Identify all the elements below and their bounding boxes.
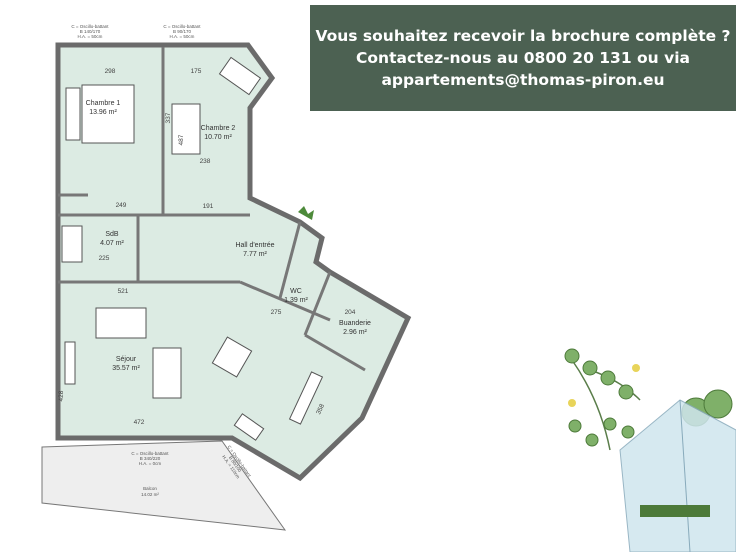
plant-illustration <box>564 348 736 552</box>
plan-label: Chambre 1 <box>86 100 121 107</box>
brochure-banner: Vous souhaitez recevoir la brochure comp… <box>310 5 736 111</box>
banner-line-2: Contactez-nous au 0800 20 131 ou via <box>356 49 690 67</box>
plan-label: 358 <box>315 403 326 416</box>
plan-label: 2.96 m² <box>343 329 367 336</box>
plan-label: 175 <box>191 68 202 75</box>
plan-label: 4.07 m² <box>100 240 124 247</box>
plan-label: B 140/170 <box>80 29 101 34</box>
plan-label: H.A. = 50cm <box>78 34 103 39</box>
plan-label: B 90/170 <box>173 29 192 34</box>
plan-label: 204 <box>345 309 356 316</box>
plan-label: Chambre 2 <box>201 125 236 132</box>
balcony-area <box>41 440 287 531</box>
dimension-labels: 298 175 337 487 238 191 249 225 521 275 … <box>58 68 356 426</box>
furniture <box>61 56 324 441</box>
plan-label: Buanderie <box>339 320 371 327</box>
plan-label: 249 <box>116 202 127 209</box>
plan-label: C = Oscillo-battant <box>163 24 201 29</box>
plan-label: H.A. = 0cm <box>139 461 162 466</box>
plan-label: 521 <box>118 288 129 295</box>
apartment-floor <box>55 42 412 482</box>
plan-label: 298 <box>105 68 116 75</box>
plan-label: C = Oscillo-battant <box>131 451 169 456</box>
plan-label: Hall d'entrée <box>235 242 274 249</box>
plan-label: 275 <box>271 309 282 316</box>
plan-label: 487 <box>178 134 185 145</box>
banner-line-1: Vous souhaitez recevoir la brochure comp… <box>315 27 731 45</box>
plan-label: 472 <box>134 419 145 426</box>
plan-label: 13.96 m² <box>89 109 117 116</box>
plan-label: 337 <box>165 112 172 123</box>
interior-walls <box>58 47 366 372</box>
plan-label: H.A. = 50cm <box>170 34 195 39</box>
room-labels: Chambre 1 13.96 m² Chambre 2 10.70 m² Sd… <box>86 100 371 497</box>
plan-label: 191 <box>203 203 214 210</box>
plan-label: SdB <box>105 231 119 238</box>
banner-email[interactable]: appartements@thomas-piron.eu <box>381 71 665 89</box>
plan-label: 35.57 m² <box>112 365 140 372</box>
plan-label: 10.70 m² <box>204 134 232 141</box>
plan-label: 225 <box>99 255 110 262</box>
plan-label: 238 <box>200 158 211 165</box>
plan-label: Séjour <box>116 356 137 363</box>
plan-label: 428 <box>58 390 65 401</box>
plan-label: WC <box>290 288 302 295</box>
plan-label: 1.39 m² <box>284 297 308 304</box>
plan-label: Balcon <box>143 486 157 491</box>
plan-label: B 340/220 <box>140 456 161 461</box>
plan-label: 14.02 m² <box>141 492 159 497</box>
entrance-plant-icon <box>298 206 314 220</box>
plan-label: 7.77 m² <box>243 251 267 258</box>
plan-label: C = Oscillo-battant <box>71 24 109 29</box>
